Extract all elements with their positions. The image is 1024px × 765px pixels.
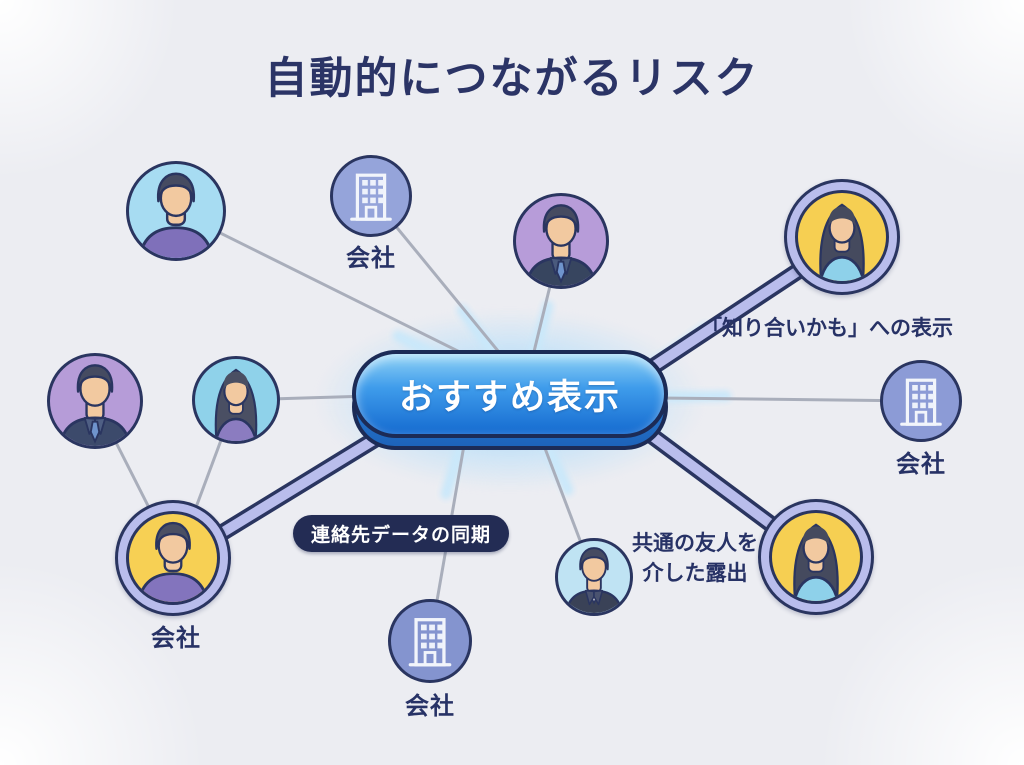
annotation-contact-sync-badge: 連絡先データの同期 xyxy=(293,515,510,552)
annotation-mutual-line2: 介した露出 xyxy=(642,562,748,585)
avatar-person-top-right-highlighted xyxy=(784,179,900,295)
building-icon xyxy=(900,378,942,426)
avatar-person-bottom-left-highlighted xyxy=(115,500,231,616)
annotation-people-you-may-know: 「知り合いかも」への表示 xyxy=(701,317,953,340)
avatar-person-mid-left xyxy=(47,353,143,449)
woman-avatar-icon xyxy=(819,203,865,281)
avatar-person-top-center xyxy=(513,193,609,289)
company-node-top xyxy=(330,155,412,237)
company-label-synced-contact: 会社 xyxy=(151,625,201,652)
businessman-avatar-icon xyxy=(564,547,624,613)
man-avatar-icon xyxy=(138,172,214,258)
man-avatar-icon xyxy=(137,521,209,602)
company-label-right: 会社 xyxy=(896,451,946,478)
company-node-right xyxy=(880,360,962,442)
woman-avatar-icon xyxy=(793,523,839,601)
pill-label: おすすめ表示 xyxy=(398,377,621,417)
annotation-mutual-friends: 共通の友人を 介した露出 xyxy=(620,529,770,589)
businessman-avatar-icon xyxy=(58,364,132,446)
avatar-person-bottom-right-highlighted xyxy=(758,499,874,615)
annotation-mutual-line1: 共通の友人を xyxy=(632,532,758,555)
woman-avatar-icon xyxy=(214,368,258,441)
avatar-person-mid-inner xyxy=(192,356,280,444)
pill-face: おすすめ表示 xyxy=(352,350,668,438)
company-node-bottom xyxy=(388,599,472,683)
businessman-avatar-icon xyxy=(524,204,598,286)
company-label-bottom: 会社 xyxy=(405,693,455,720)
company-label-top: 会社 xyxy=(346,245,396,272)
avatar-person-bottom-center xyxy=(555,538,633,616)
avatar-person-top-left xyxy=(126,161,226,261)
recommendation-display-pill: おすすめ表示 xyxy=(352,350,668,454)
page-title: 自動的につながるリスク xyxy=(264,55,760,103)
building-icon xyxy=(350,173,392,221)
building-icon xyxy=(408,618,452,667)
